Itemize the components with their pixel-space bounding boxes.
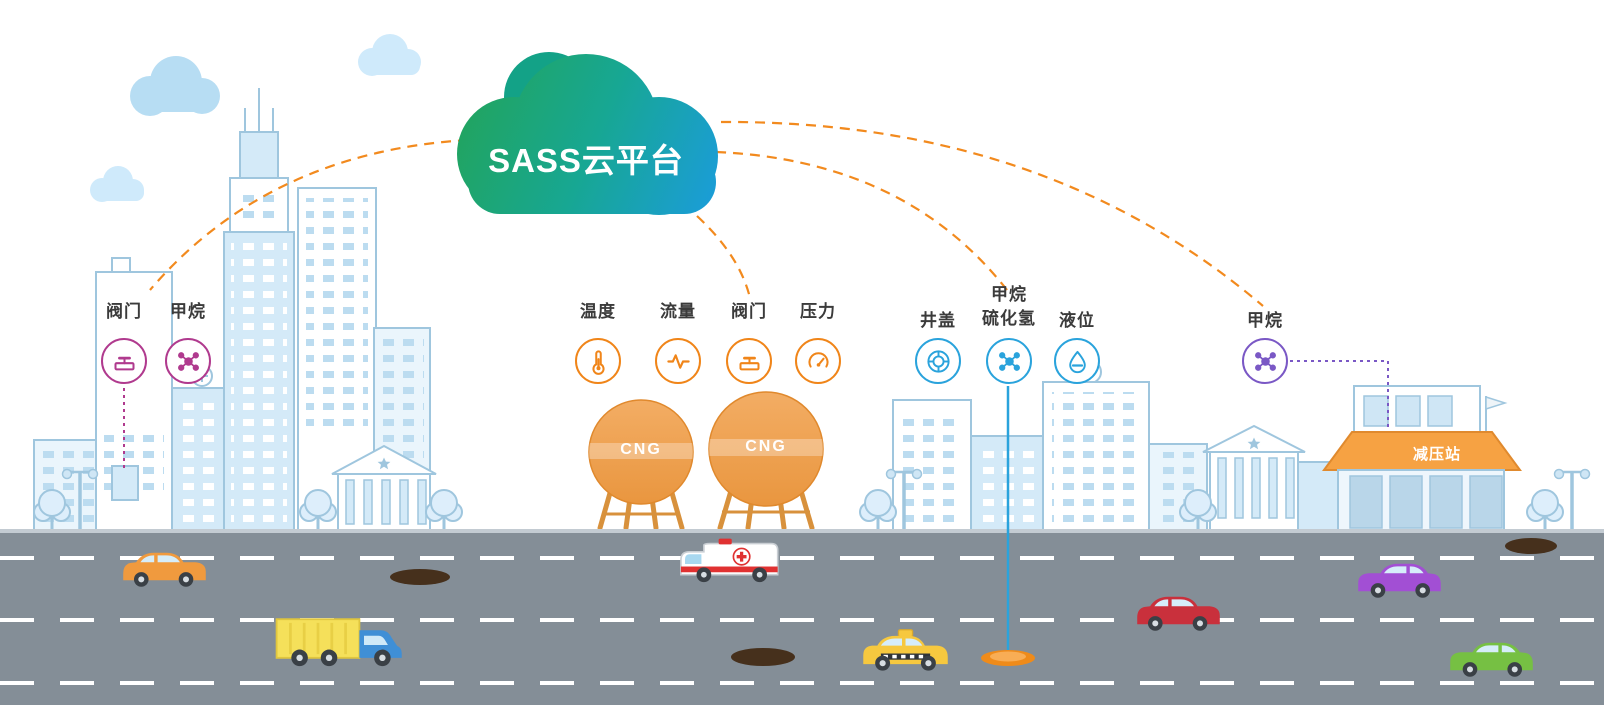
star-icon [1247,437,1261,450]
sensor-label-h2s: 硫化氢 [982,309,1036,328]
ambulance-light [718,538,732,545]
taxi [863,629,948,671]
thermometer-icon [575,338,621,384]
vehicles [123,538,1533,677]
sensor-label-methane-underground: 甲烷 [991,285,1027,304]
valve-icon [726,338,772,384]
sensor-label-flow: 流量 [660,302,696,321]
molecule-icon [1242,338,1288,384]
manhole-cover-icon [915,338,961,384]
sensor-label-liquid-level: 液位 [1059,311,1095,330]
road-stain [390,569,450,585]
road [0,529,1604,705]
cng-tanks [588,391,824,531]
methane-sensor-link-line [1290,360,1389,428]
taxi-sign [897,629,914,638]
molecule-icon [165,338,211,384]
star-icon [377,457,391,470]
street-lamp [1552,467,1592,532]
liquid-level-icon [1054,338,1100,384]
pressure-gauge-icon [795,338,841,384]
sensor-label-pressure: 压力 [800,302,836,321]
sensor-label-temperature: 温度 [580,302,616,321]
molecule-icon [986,338,1032,384]
sensor-label-methane-city: 甲烷 [170,302,206,321]
truck [275,618,402,667]
cloud-connection-lines [149,120,1264,307]
flow-icon [655,338,701,384]
sensor-label-valve-city: 阀门 [106,302,142,321]
road-stain [731,648,795,666]
cng-tank-label: CNG [745,438,787,455]
right-city-skyline [892,360,1343,531]
manhole-cover-inner [990,651,1026,662]
valve-icon [101,338,147,384]
cloud-platform-label: SASS云平台 [488,142,684,179]
tree [858,488,898,532]
pressure-reduction-station-building [1322,385,1522,531]
ambulance [680,538,779,583]
flag-icon [1485,395,1508,411]
road-stain [1505,538,1557,554]
red-cross-icon [736,551,747,562]
sensor-label-manhole: 井盖 [920,311,956,330]
left-city-skyline [33,88,437,531]
cloud-shape [457,52,718,215]
decorative-sky-clouds [90,34,421,202]
pressure-station-label: 减压站 [1412,446,1461,463]
tree [424,488,464,532]
tree [1525,488,1565,532]
sensor-label-methane-station: 甲烷 [1247,311,1283,330]
cng-tank-label: CNG [620,441,662,458]
sensor-label-valve-cng: 阀门 [731,302,767,321]
